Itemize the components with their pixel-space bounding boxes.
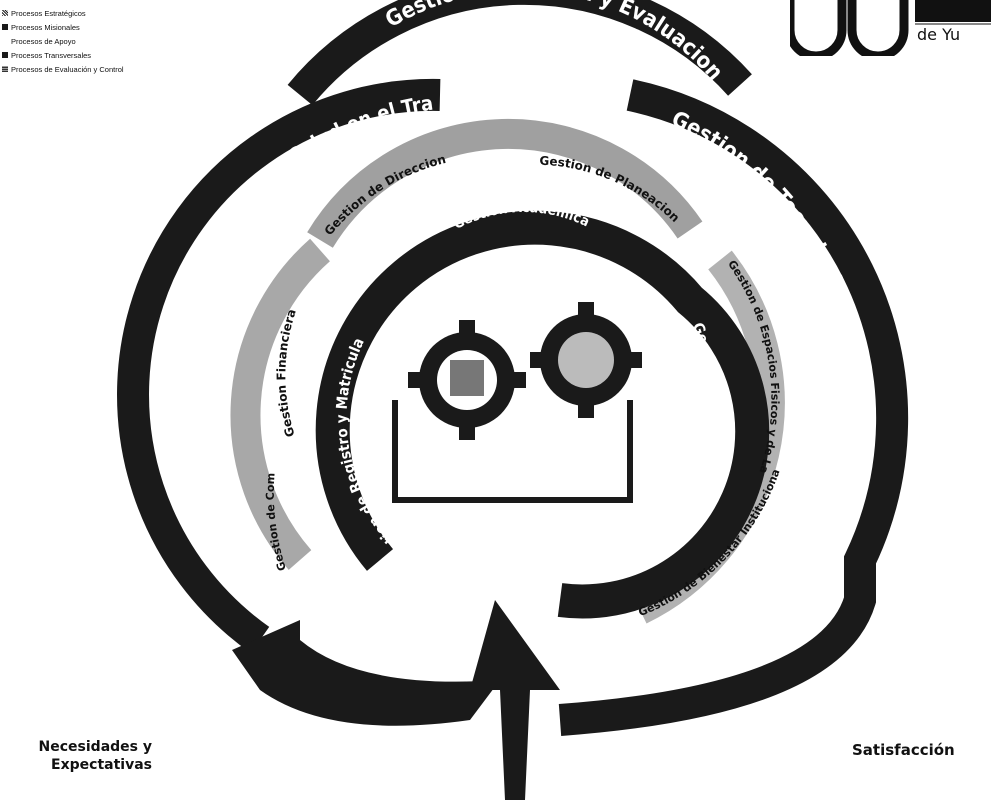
legend-item-transversales: Procesos Transversales xyxy=(2,48,124,62)
legend-swatch-icon xyxy=(2,24,8,30)
logo-text: de Yu xyxy=(917,25,961,44)
ring-apoyo-left xyxy=(230,238,330,570)
legend-item-apoyo: Procesos de Apoyo xyxy=(2,34,124,48)
ring-misional xyxy=(315,210,770,619)
ring-control-evaluacion xyxy=(287,0,752,106)
legend-item-misionales: Procesos Misionales xyxy=(2,20,124,34)
gear-base xyxy=(392,400,633,503)
legend-label: Procesos de Apoyo xyxy=(11,36,76,46)
legend-item-estrategicos: Procesos Estratégicos xyxy=(2,6,124,20)
institution-logo xyxy=(790,0,991,56)
footer-satisfaccion: Satisfacción xyxy=(852,741,955,759)
gear-left-icon xyxy=(408,320,526,440)
legend-swatch-icon xyxy=(2,66,8,72)
ring-talento-humano xyxy=(117,78,441,654)
legend: Procesos Estratégicos Procesos Misionale… xyxy=(2,6,124,76)
ring-apoyo-top xyxy=(307,118,703,248)
gear-right-icon xyxy=(530,302,642,418)
arrow-down-icon xyxy=(470,600,560,800)
legend-label: Procesos Misionales xyxy=(11,22,80,32)
legend-swatch-icon xyxy=(2,52,8,58)
legend-label: Procesos de Evaluación y Control xyxy=(11,64,124,74)
legend-swatch-icon xyxy=(2,10,8,16)
legend-label: Procesos Transversales xyxy=(11,50,92,60)
ring-tecnologia xyxy=(558,79,909,736)
legend-label: Procesos Estratégicos xyxy=(11,8,86,18)
arrow-left-icon xyxy=(232,620,500,726)
legend-item-evaluacion: Procesos de Evaluación y Control xyxy=(2,62,124,76)
footer-necesidades: Necesidades y Expectativas xyxy=(38,739,152,773)
